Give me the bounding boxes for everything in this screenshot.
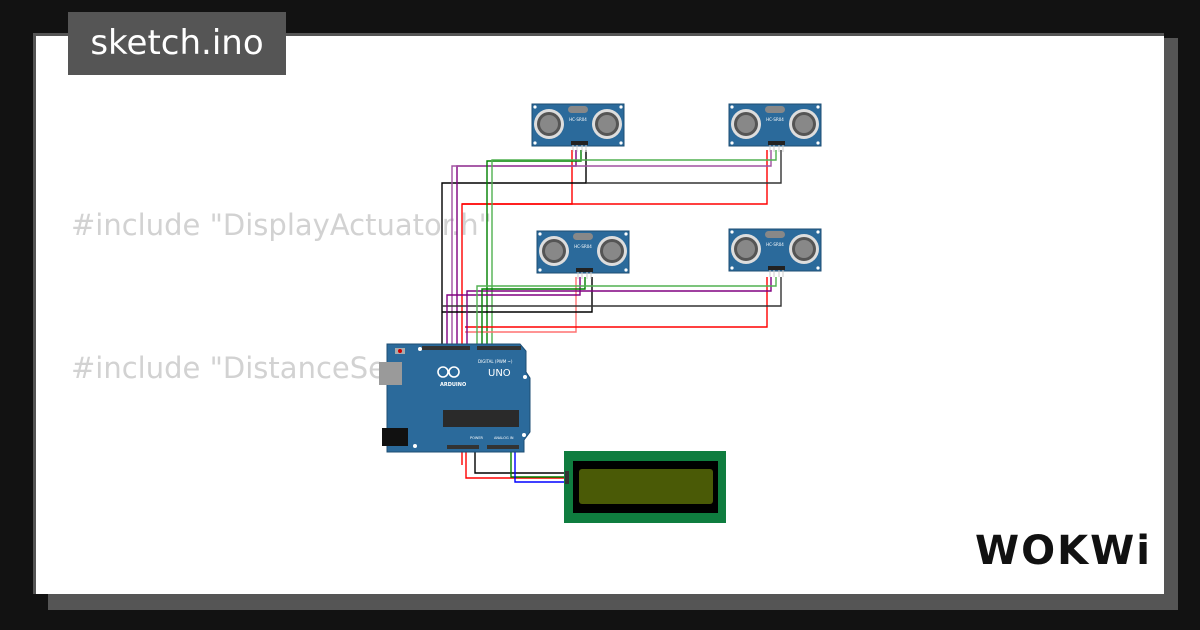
wire-trig-rr bbox=[466, 277, 772, 346]
microcontroller-chip bbox=[443, 410, 519, 427]
lcd-screen bbox=[579, 469, 713, 504]
ultrasonic-sensor-rear-right[interactable] bbox=[728, 228, 822, 278]
svg-text:POWER: POWER bbox=[470, 436, 484, 440]
wire-echo-fl bbox=[486, 150, 582, 346]
svg-text:UNO: UNO bbox=[488, 368, 511, 379]
wokwi-logo: WOKWi bbox=[975, 528, 1152, 574]
ultrasonic-sensor-front-left[interactable] bbox=[531, 103, 625, 153]
svg-text:ANALOG IN: ANALOG IN bbox=[494, 436, 514, 440]
wire-lcd-scl bbox=[514, 446, 568, 483]
wire-trig-fr bbox=[451, 150, 772, 346]
wire-vcc-rr bbox=[465, 277, 768, 328]
lcd-display[interactable] bbox=[564, 451, 726, 523]
svg-text:DIGITAL (PWM ~): DIGITAL (PWM ~) bbox=[478, 359, 513, 364]
svg-text:ARDUINO: ARDUINO bbox=[440, 382, 466, 388]
code-line: #include "DisplayActuator.h" bbox=[71, 207, 492, 242]
reset-button bbox=[398, 349, 402, 353]
file-tab[interactable]: sketch.ino bbox=[68, 12, 286, 75]
wire-echo-rl bbox=[481, 277, 586, 346]
wire-gnd-rr bbox=[442, 277, 782, 307]
wire-lcd-gnd bbox=[474, 446, 568, 474]
wire-echo-fr bbox=[491, 150, 777, 346]
wire-echo-rr bbox=[476, 277, 777, 346]
wire-gnd-fr bbox=[586, 150, 782, 184]
ultrasonic-sensor-front-right[interactable] bbox=[728, 103, 822, 153]
wire-gnd-rl bbox=[442, 277, 593, 313]
ultrasonic-sensor-rear-left[interactable] bbox=[536, 230, 630, 280]
wire-lcd-vcc bbox=[465, 446, 568, 479]
wire-vcc-fr bbox=[462, 150, 768, 205]
wire-lcd-sda bbox=[510, 446, 568, 478]
power-jack bbox=[382, 428, 408, 446]
arduino-uno-board[interactable]: ARDUINO UNO DIGITAL (PWM ~) POWER ANALOG… bbox=[379, 343, 531, 453]
usb-port bbox=[379, 362, 402, 385]
